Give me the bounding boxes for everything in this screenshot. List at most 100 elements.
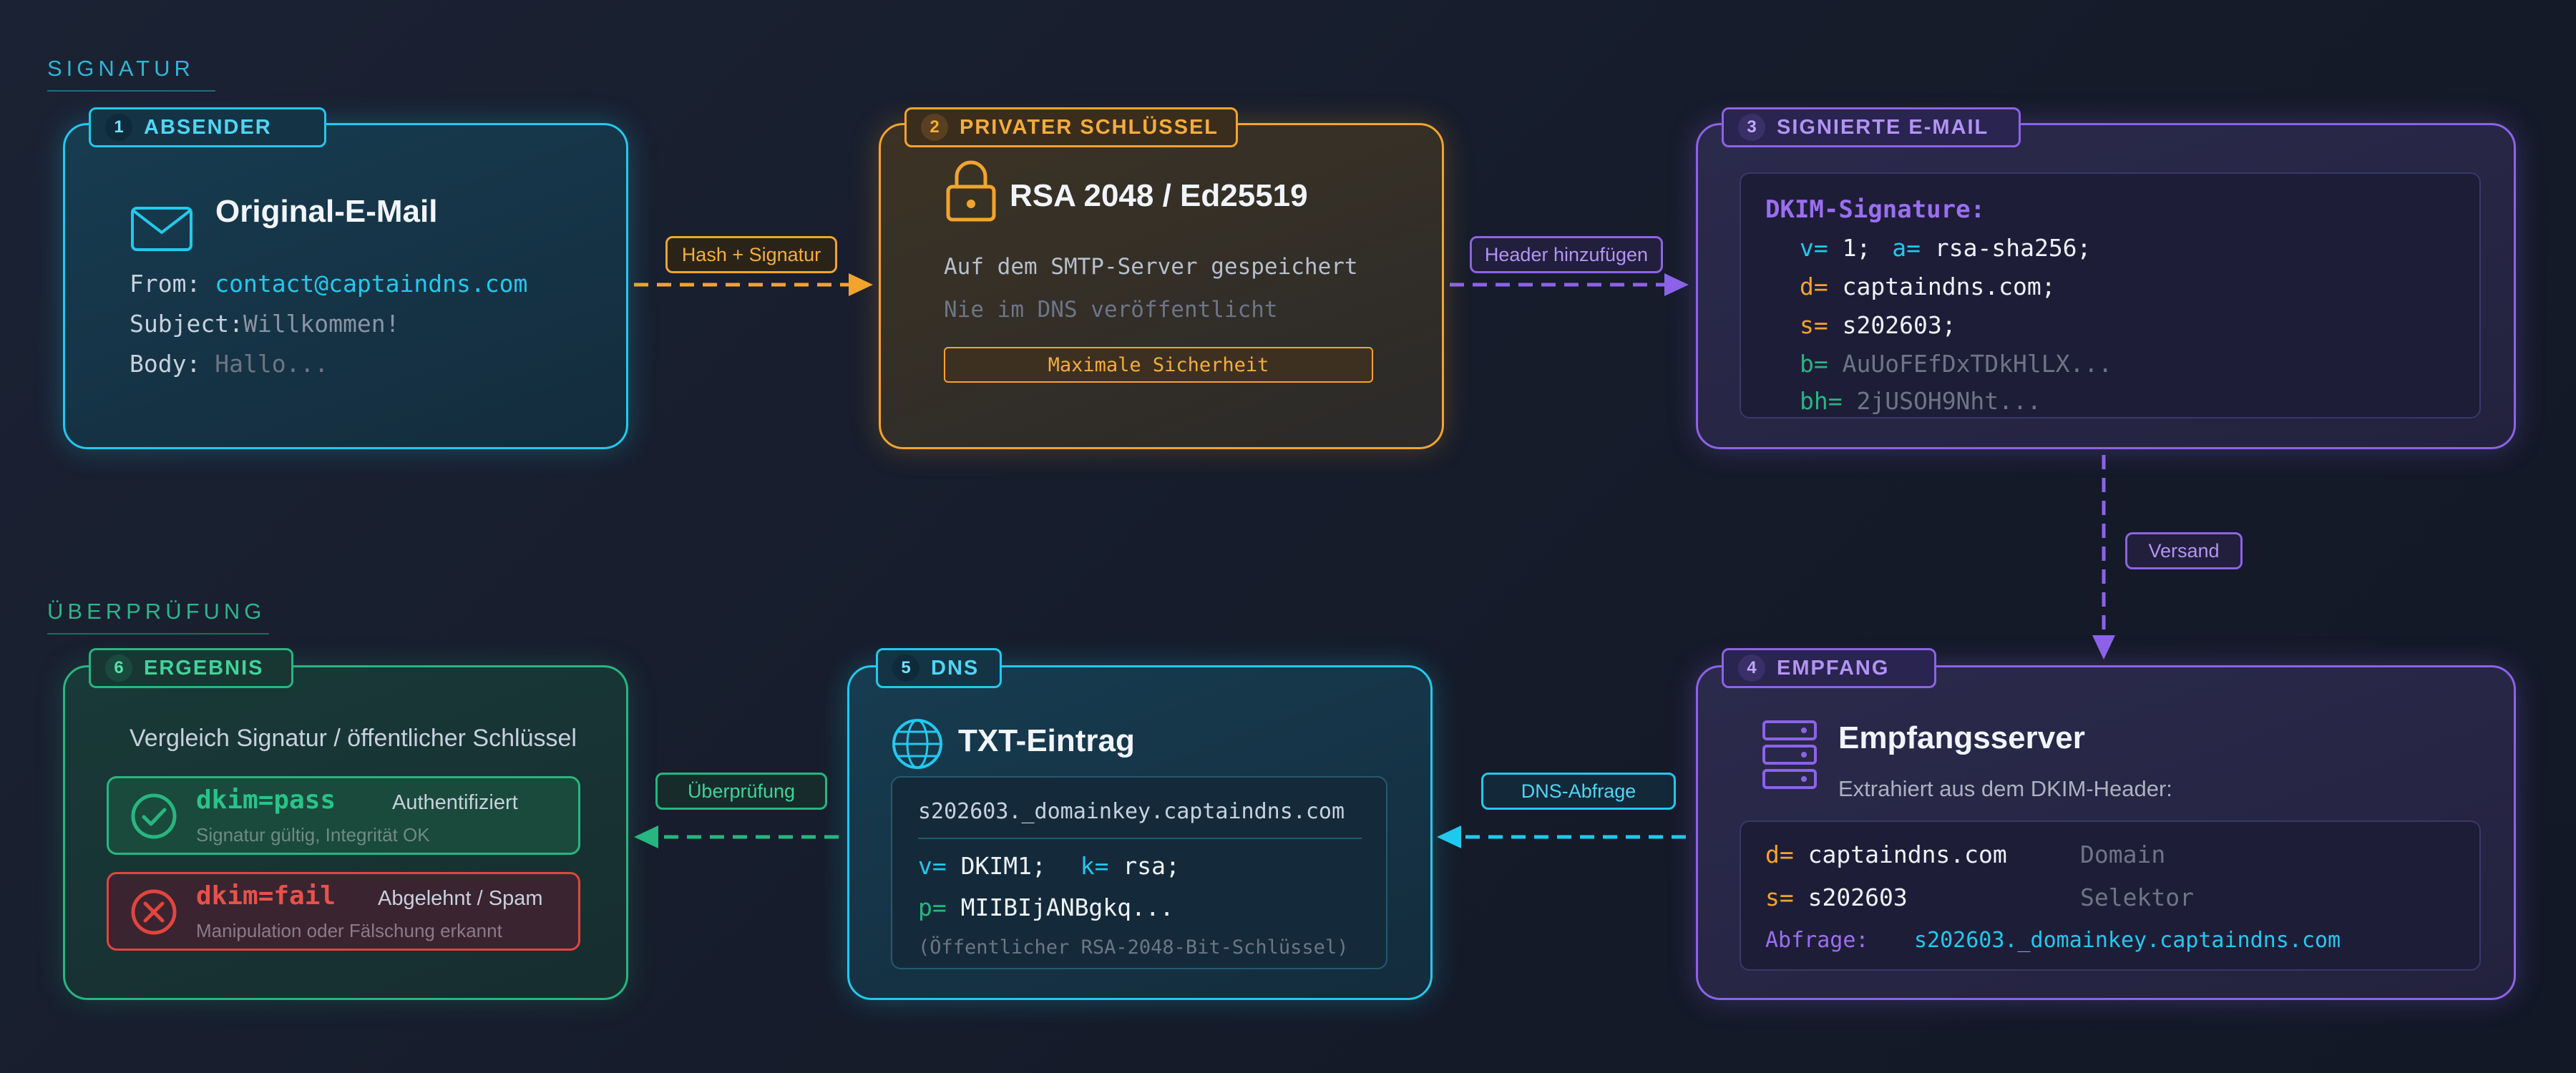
- step-number: 6: [105, 655, 132, 682]
- dns-card: TXT-Eintrag s202603._domainkey.captaindn…: [847, 665, 1433, 1000]
- arrow-head-hash-sign: [849, 273, 873, 296]
- verify-label: Überprüfung: [655, 773, 827, 810]
- dns-note: Nie im DNS veröffentlicht: [944, 297, 1278, 323]
- step-number: 2: [921, 114, 948, 141]
- v-value: DKIM1;: [960, 852, 1046, 880]
- from-value: contact@captaindns.com: [215, 270, 528, 298]
- d-key: d=: [1765, 841, 1794, 868]
- query-value: s202603._domainkey.captaindns.com: [1914, 928, 2341, 953]
- tab-label: SIGNIERTE E-MAIL: [1777, 115, 1989, 139]
- receiving-title: Empfangsserver: [1838, 720, 2085, 755]
- a-key: a=: [1892, 234, 1921, 262]
- dns-title: TXT-Eintrag: [958, 723, 1135, 758]
- server-icon: [1762, 720, 1817, 789]
- b-value: AuUoFEfDxTDkHlLX...: [1842, 350, 2113, 378]
- s-line: s= s202603: [1765, 883, 1908, 911]
- signed-email-card: DKIM-Signature: v= 1; a= rsa-sha256; d= …: [1696, 123, 2516, 449]
- globe-icon: [892, 719, 942, 769]
- sender-title: Original-E-Mail: [215, 194, 438, 229]
- private-key-tab: 2 PRIVATER SCHLÜSSEL: [904, 107, 1238, 147]
- dkim-signature-block: DKIM-Signature: v= 1; a= rsa-sha256; d= …: [1740, 172, 2481, 418]
- p-key: p=: [918, 893, 947, 921]
- result-tab: 6 ERGEBNIS: [89, 648, 293, 688]
- k-value: rsa;: [1123, 852, 1180, 880]
- public-key-note: (Öffentlicher RSA-2048-Bit-Schlüssel): [918, 936, 1349, 959]
- dns-query-label: DNS-Abfrage: [1481, 773, 1676, 810]
- body-value: Hallo...: [215, 350, 329, 378]
- body-row: Body: Hallo...: [130, 350, 328, 378]
- b-key: b=: [1800, 350, 1828, 378]
- fail-result: dkim=fail Abgelehnt / Spam Manipulation …: [107, 872, 580, 951]
- step-number: 1: [105, 114, 132, 141]
- dkim-header: DKIM-Signature:: [1765, 195, 1986, 224]
- s-value: s202603;: [1842, 311, 1956, 339]
- x-circle-icon: [131, 889, 177, 935]
- s-line: s= s202603;: [1800, 311, 1956, 339]
- fail-label: dkim=fail: [196, 881, 336, 911]
- domain-desc: Domain: [2080, 841, 2166, 868]
- from-row: From: contact@captaindns.com: [130, 270, 527, 298]
- s-key: s=: [1765, 883, 1794, 911]
- add-header-label: Header hinzufügen: [1470, 236, 1663, 273]
- v-k-line: v= DKIM1; k= rsa;: [918, 852, 1180, 880]
- tab-label: EMPFANG: [1777, 656, 1890, 680]
- v-key: v=: [918, 852, 947, 880]
- d-value: captaindns.com;: [1842, 273, 2056, 300]
- k-key: k=: [1080, 852, 1109, 880]
- p-line: p= MIIBIjANBgkq...: [918, 893, 1174, 921]
- step-number: 3: [1738, 114, 1765, 141]
- check-circle-icon: [131, 793, 177, 839]
- fail-status: Abgelehnt / Spam: [378, 887, 543, 910]
- security-badge: Maximale Sicherheit: [944, 347, 1373, 383]
- d-key: d=: [1800, 273, 1828, 300]
- section-label-text: ÜBERPRÜFUNG: [47, 599, 266, 624]
- arrow-head-verify: [634, 825, 658, 848]
- step-number: 4: [1738, 655, 1765, 682]
- body-key: Body:: [130, 350, 201, 378]
- storage-note: Auf dem SMTP-Server gespeichert: [944, 254, 1358, 280]
- v-key: v=: [1800, 234, 1828, 262]
- section-label-text: SIGNATUR: [47, 56, 195, 81]
- p-value: MIIBIjANBgkq...: [960, 893, 1174, 921]
- from-key: From:: [130, 270, 201, 298]
- private-key-title: RSA 2048 / Ed25519: [1010, 178, 1308, 213]
- send-label: Versand: [2125, 532, 2243, 569]
- pass-result: dkim=pass Authentifiziert Signatur gülti…: [107, 776, 580, 855]
- subject-key: Subject:: [130, 310, 243, 338]
- security-badge-label: Maximale Sicherheit: [1048, 353, 1269, 376]
- v-a-line: v= 1; a= rsa-sha256;: [1800, 234, 2091, 262]
- receiving-subtitle: Extrahiert aus dem DKIM-Header:: [1838, 776, 2172, 801]
- section-underline: [47, 633, 269, 635]
- tab-label: PRIVATER SCHLÜSSEL: [960, 115, 1219, 139]
- b-line: b= AuUoFEfDxTDkHlLX...: [1800, 350, 2112, 378]
- bh-value: 2jUSOH9Nht...: [1856, 387, 2041, 415]
- section-label-signature: SIGNATUR: [47, 56, 215, 92]
- mail-icon: [131, 207, 192, 251]
- tab-label: ABSENDER: [144, 115, 272, 139]
- step-number: 5: [892, 655, 919, 682]
- result-subtitle: Vergleich Signatur / öffentlicher Schlüs…: [130, 725, 577, 752]
- v-value: 1;: [1842, 234, 1871, 262]
- s-key: s=: [1800, 311, 1828, 339]
- a-value: rsa-sha256;: [1934, 234, 2092, 262]
- arrow-head-send: [2092, 635, 2115, 660]
- d-line: d= captaindns.com;: [1800, 273, 2056, 300]
- result-card: Vergleich Signatur / öffentlicher Schlüs…: [63, 665, 628, 1000]
- txt-record-block: s202603._domainkey.captaindns.com v= DKI…: [891, 776, 1387, 969]
- subject-value: Willkommen!: [243, 310, 400, 338]
- private-key-card: RSA 2048 / Ed25519 Auf dem SMTP-Server g…: [879, 123, 1444, 449]
- extracted-values-block: d= captaindns.com Domain s= s202603 Sele…: [1740, 820, 2481, 971]
- record-name: s202603._domainkey.captaindns.com: [918, 799, 1345, 824]
- d-value: captaindns.com: [1807, 841, 2007, 868]
- selector-desc: Selektor: [2080, 883, 2194, 911]
- receiving-card: Empfangsserver Extrahiert aus dem DKIM-H…: [1696, 665, 2516, 1000]
- arrow-head-add-header: [1664, 273, 1689, 296]
- tab-label: DNS: [931, 656, 980, 680]
- section-label-verification: ÜBERPRÜFUNG: [47, 599, 269, 635]
- tab-label: ERGEBNIS: [144, 656, 264, 680]
- lock-icon: [946, 160, 996, 222]
- receiving-tab: 4 EMPFANG: [1722, 648, 1936, 688]
- query-key: Abfrage:: [1765, 928, 1869, 953]
- d-line: d= captaindns.com: [1765, 841, 2007, 868]
